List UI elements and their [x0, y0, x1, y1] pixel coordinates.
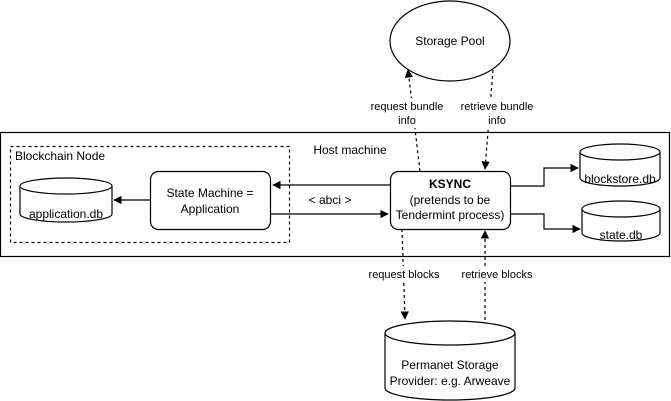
- request-bundle-label-2: info: [398, 115, 416, 127]
- blockstore-db-label: blockstore.db: [584, 172, 656, 186]
- request-blocks-label: request blocks: [369, 269, 440, 281]
- state-db-label: state.db: [600, 228, 643, 242]
- ksync-line2: (pretends to be: [410, 193, 491, 207]
- host-machine-label: Host machine: [313, 143, 387, 157]
- ksync-to-blockstore-arrow: [510, 163, 579, 187]
- storage-pool-label: Storage Pool: [415, 34, 484, 48]
- abci-label: < abci >: [309, 193, 352, 207]
- application-db-cylinder: application.db: [19, 177, 113, 223]
- state-machine-line1: State Machine =: [166, 186, 253, 200]
- state-db-cylinder: state.db: [581, 200, 661, 242]
- ksync-line3: Tendermint process): [396, 208, 505, 222]
- retrieve-blocks-label: retrieve blocks: [462, 269, 533, 281]
- request-bundle-label-1: request bundle: [371, 101, 444, 113]
- blockchain-node-box: [9, 145, 291, 244]
- application-db-label: application.db: [29, 207, 103, 221]
- blockstore-db-cylinder: blockstore.db: [579, 143, 661, 187]
- retrieve-bundle-label-2: info: [488, 115, 506, 127]
- blockchain-node-label: Blockchain Node: [15, 149, 105, 163]
- state-machine-box: [149, 170, 272, 231]
- permanet-label-2: Provider: e.g. Arweave: [390, 374, 511, 388]
- state-machine-line2: Application: [181, 202, 240, 216]
- permanet-storage-cylinder: Permanet Storage Provider: e.g. Arweave: [384, 320, 516, 401]
- permanet-label-1: Permanet Storage: [401, 358, 499, 372]
- ksync-title: KSYNC: [429, 177, 471, 191]
- ksync-box: [389, 170, 512, 231]
- ksync-to-statedb-arrow: [510, 213, 581, 234]
- retrieve-bundle-label-1: retrieve bundle: [461, 101, 534, 113]
- storage-pool-ellipse: [389, 0, 511, 82]
